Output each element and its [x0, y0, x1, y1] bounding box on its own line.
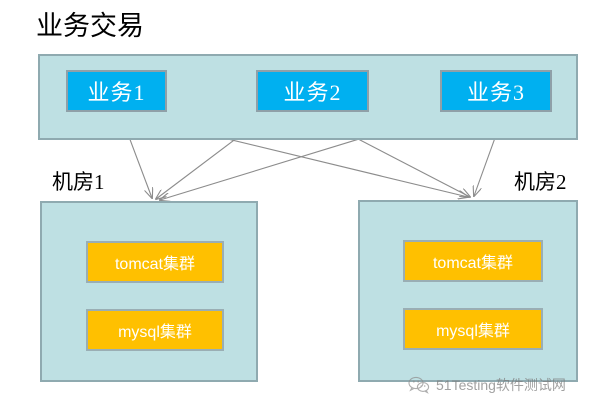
- datacenter-1-label: 机房1: [52, 170, 105, 194]
- datacenter-1-group: [40, 201, 258, 382]
- datacenter-2-group: [358, 200, 578, 382]
- watermark: 51Testing软件测试网: [408, 375, 566, 395]
- datacenter-1-mysql-cluster-label: mysql集群: [118, 324, 192, 341]
- business-node-2[interactable]: 业务2: [256, 70, 369, 112]
- business-node-1-label: 业务1: [87, 80, 146, 105]
- wechat-icon: [408, 376, 430, 394]
- page-title: 业务交易: [36, 11, 144, 41]
- watermark-text: 51Testing软件测试网: [436, 377, 566, 393]
- business-node-3-label: 业务3: [466, 80, 525, 105]
- datacenter-2-tomcat-cluster[interactable]: tomcat集群: [403, 240, 543, 282]
- datacenter-2-tomcat-cluster-label: tomcat集群: [432, 255, 514, 272]
- datacenter-2-mysql-cluster-label: mysql集群: [436, 323, 510, 340]
- datacenter-1-mysql-cluster[interactable]: mysql集群: [86, 309, 224, 351]
- business-node-2-label: 业务2: [283, 80, 342, 105]
- business-node-3[interactable]: 业务3: [440, 70, 552, 112]
- datacenter-2-mysql-cluster[interactable]: mysql集群: [403, 308, 543, 350]
- business-node-1[interactable]: 业务1: [66, 70, 167, 112]
- datacenter-1-tomcat-cluster-label: tomcat集群: [114, 256, 196, 273]
- datacenter-1-tomcat-cluster[interactable]: tomcat集群: [86, 241, 224, 283]
- datacenter-2-label: 机房2: [514, 170, 567, 194]
